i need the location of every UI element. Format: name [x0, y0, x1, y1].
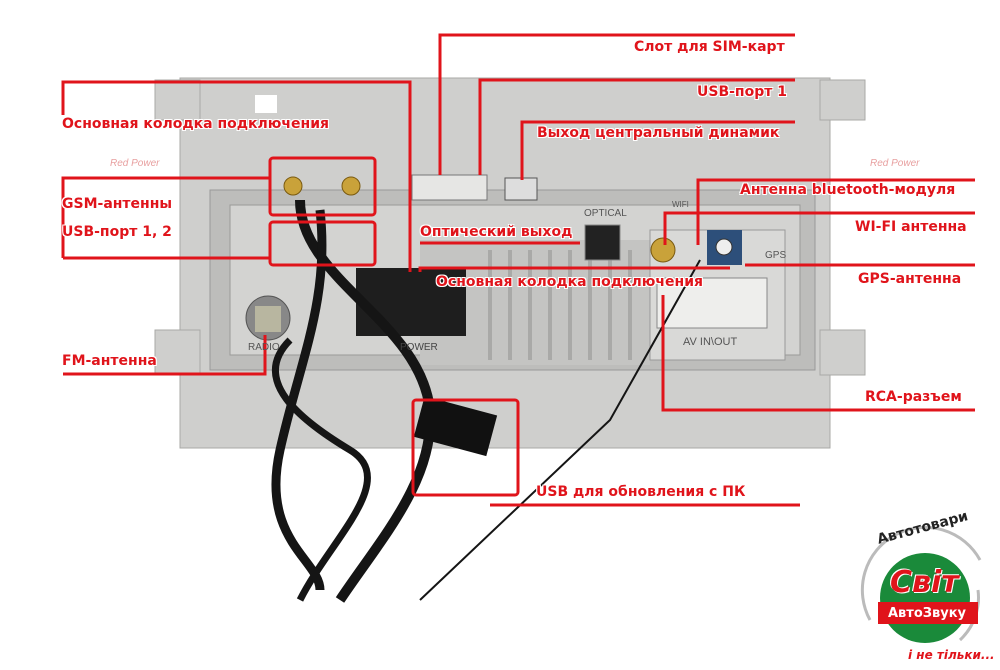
- label-usb-update: USB для обновления с ПК: [536, 484, 746, 500]
- optical-marking: OPTICAL: [584, 208, 627, 219]
- label-gsm-antennas: GSM-антенны: [62, 196, 173, 212]
- gsm-antenna-2: [341, 176, 361, 196]
- gps-marking: GPS: [765, 250, 787, 261]
- watermark: Red Power: [870, 158, 920, 169]
- label-main-connector-top: Основная колодка подключения: [62, 116, 329, 132]
- svit-avtozvuku-logo: Автотовари Світ АвтоЗвуку і не тільки...: [850, 508, 1000, 666]
- label-gps-antenna: GPS-антенна: [858, 271, 962, 287]
- sim-slot-connector: [411, 174, 488, 201]
- label-center-speaker: Выход центральный динамик: [537, 125, 780, 141]
- main-connector: [356, 268, 466, 336]
- label-optical-out: Оптический выход: [420, 224, 573, 240]
- usb-plug: [413, 396, 498, 457]
- label-wifi-antenna: WI-FI антенна: [855, 219, 967, 235]
- optical-port: [584, 224, 621, 261]
- label-rca: RCA-разъем: [865, 389, 962, 405]
- label-fm-antenna: FM-антенна: [62, 353, 157, 369]
- av-marking: AV IN\OUT: [683, 336, 738, 348]
- power-marking: POWER: [400, 342, 438, 353]
- logo-bottom-text: і не тільки...: [908, 648, 995, 662]
- logo-main-text: Світ: [890, 565, 959, 600]
- label-usb-port-1: USB-порт 1: [697, 84, 787, 100]
- gsm-antenna-1: [283, 176, 303, 196]
- annotation-lines: [61, 33, 975, 507]
- radio-marking: RADIO: [248, 342, 280, 353]
- logo-sub-text: АвтоЗвуку: [888, 606, 966, 621]
- wifi-marking: WIFI: [672, 200, 689, 209]
- label-sim-slot: Слот для SIM-карт: [634, 39, 785, 55]
- label-usb-ports-1-2: USB-порт 1, 2: [62, 224, 172, 240]
- label-main-connector: Основная колодка подключения: [436, 274, 703, 290]
- center-speaker-connector: [504, 177, 538, 201]
- watermark: Red Power: [110, 158, 160, 169]
- wifi-antenna-port: [650, 237, 676, 263]
- label-bluetooth-antenna: Антенна bluetooth-модуля: [740, 182, 956, 198]
